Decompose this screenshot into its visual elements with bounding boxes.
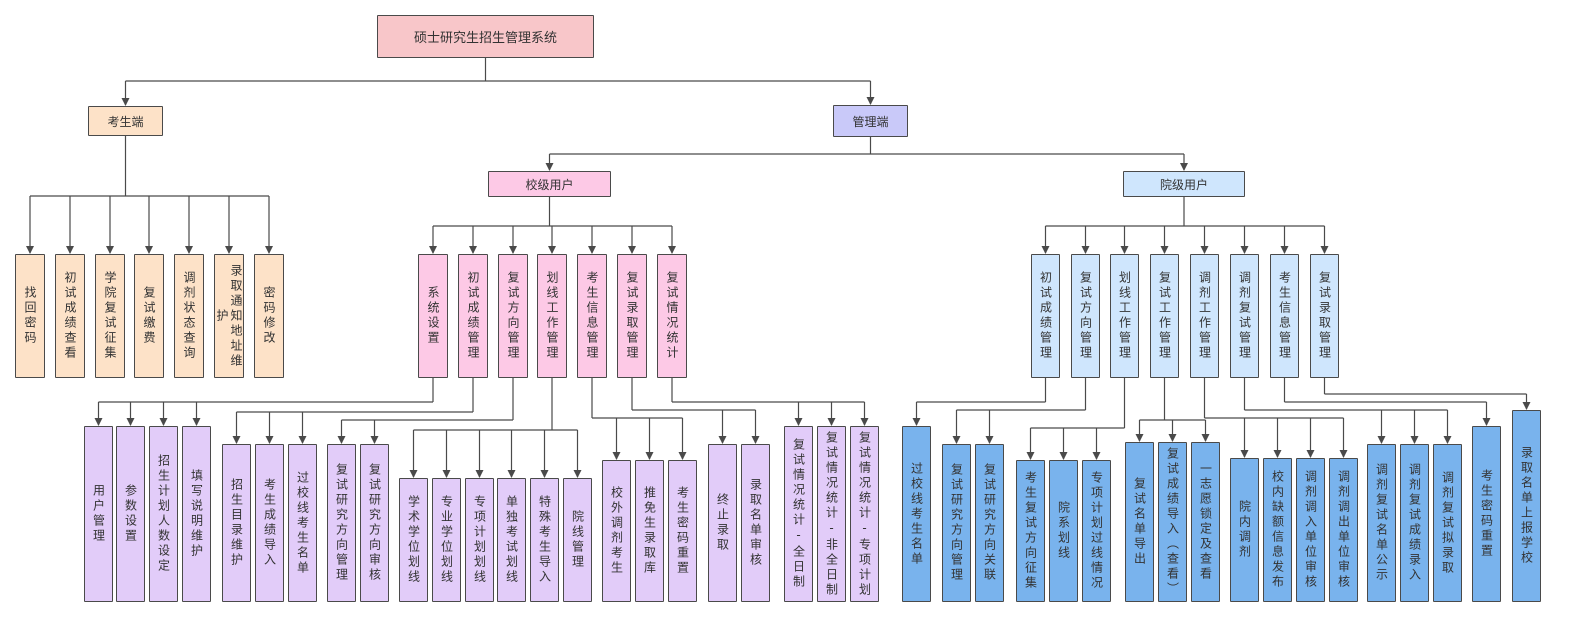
school-leaf: 复试情况统计-专项计划 <box>850 426 879 602</box>
college-leaf: 调剂复试名单公示 <box>1367 444 1396 602</box>
school-leaf: 招生目录维护 <box>222 444 251 602</box>
candidate-item: 找回密码 <box>15 254 45 378</box>
college-leaf: 专项计划过线情况 <box>1082 460 1111 602</box>
college-leaf: 复试成绩导入（查看） <box>1158 442 1187 602</box>
college-module: 划线工作管理 <box>1110 254 1139 378</box>
college-leaf: 院内调剂 <box>1230 458 1259 602</box>
school-module: 复试录取管理 <box>617 254 647 378</box>
school-module: 复试情况统计 <box>657 254 687 378</box>
college-module: 复试工作管理 <box>1150 254 1179 378</box>
school-leaf: 专项计划划线 <box>465 478 494 602</box>
college-leaf: 考生密码重置 <box>1472 426 1501 602</box>
school-leaf: 录取名单审核 <box>741 444 770 602</box>
college-module: 考生信息管理 <box>1270 254 1299 378</box>
school-leaf: 参数设置 <box>116 426 145 602</box>
admin-node: 管理端 <box>833 105 908 137</box>
candidate-item: 初试成绩查看 <box>55 254 85 378</box>
candidate-item: 复试缴费 <box>134 254 164 378</box>
college-leaf: 复试研究方向管理 <box>942 444 971 602</box>
college-leaf: 复试名单导出 <box>1125 442 1154 602</box>
candidate-item: 密码修改 <box>254 254 284 378</box>
school-user-node: 校级用户 <box>488 171 611 197</box>
school-leaf: 专业学位划线 <box>432 478 461 602</box>
college-module: 复试录取管理 <box>1310 254 1339 378</box>
candidate-item: 学院复试征集 <box>95 254 125 378</box>
school-leaf: 填写说明维护 <box>182 426 211 602</box>
school-leaf: 校外调剂考生 <box>602 460 631 602</box>
college-leaf: 调剂调入单位审核 <box>1296 458 1325 602</box>
college-leaf: 调剂调出单位审核 <box>1329 458 1358 602</box>
candidate-item: 调剂状态查询 <box>174 254 204 378</box>
candidate-node: 考生端 <box>88 106 163 136</box>
school-leaf: 特殊考生导入 <box>530 478 559 602</box>
college-leaf: 复试研究方向关联 <box>975 444 1004 602</box>
candidate-item: 录取通知地址维护 <box>214 254 244 378</box>
school-module: 系统设置 <box>418 254 448 378</box>
school-module: 划线工作管理 <box>537 254 567 378</box>
school-module: 初试成绩管理 <box>458 254 488 378</box>
college-leaf: 调剂复试拟录取 <box>1433 444 1462 602</box>
school-leaf: 考生密码重置 <box>668 460 697 602</box>
school-leaf: 院线管理 <box>563 478 592 602</box>
college-leaf: 一志愿锁定及查看 <box>1191 442 1220 602</box>
school-leaf: 招生计划人数设定 <box>149 426 178 602</box>
school-leaf: 推免生录取库 <box>635 460 664 602</box>
school-leaf: 终止录取 <box>708 444 737 602</box>
school-leaf: 复试研究方向审核 <box>360 444 389 602</box>
school-module: 复试方向管理 <box>498 254 528 378</box>
school-module: 考生信息管理 <box>577 254 607 378</box>
school-leaf: 单独考试划线 <box>497 478 526 602</box>
school-leaf: 复试情况统计-全日制 <box>784 426 813 602</box>
college-leaf: 校内缺额信息发布 <box>1263 458 1292 602</box>
college-module: 初试成绩管理 <box>1031 254 1060 378</box>
college-leaf: 院系划线 <box>1049 460 1078 602</box>
school-leaf: 考生成绩导入 <box>255 444 284 602</box>
college-module: 调剂复试管理 <box>1230 254 1259 378</box>
college-module: 调剂工作管理 <box>1190 254 1219 378</box>
root-node: 硕士研究生招生管理系统 <box>377 15 594 58</box>
school-leaf: 用户管理 <box>84 426 113 602</box>
school-leaf: 复试情况统计-非全日制 <box>817 426 846 602</box>
college-leaf: 调剂复试成绩录入 <box>1400 444 1429 602</box>
college-leaf: 考生复试方向征集 <box>1016 460 1045 602</box>
college-leaf: 录取名单上报学校 <box>1512 410 1541 602</box>
college-leaf: 过校线考生名单 <box>902 426 931 602</box>
school-leaf: 过校线考生名单 <box>288 444 317 602</box>
college-user-node: 院级用户 <box>1123 171 1245 197</box>
college-module: 复试方向管理 <box>1071 254 1100 378</box>
school-leaf: 学术学位划线 <box>399 478 428 602</box>
school-leaf: 复试研究方向管理 <box>327 444 356 602</box>
